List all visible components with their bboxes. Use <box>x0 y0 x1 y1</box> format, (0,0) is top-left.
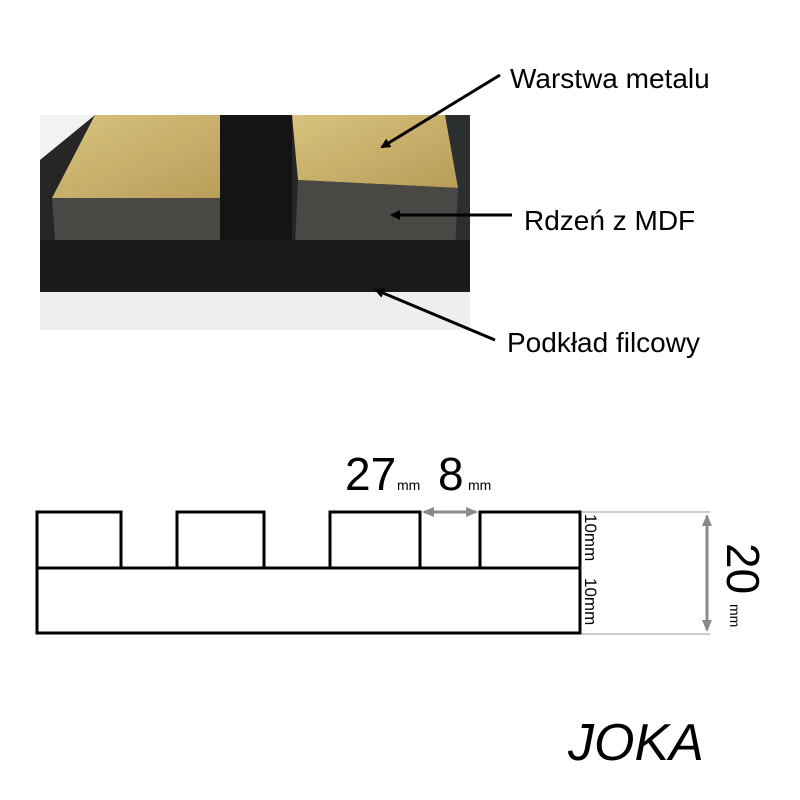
mdf-core-left <box>52 198 220 240</box>
base-layer <box>35 566 582 635</box>
slat <box>35 510 123 570</box>
metal-layer-right <box>292 115 458 188</box>
felt-base <box>40 240 470 292</box>
base-height-label: 10mm <box>581 578 600 625</box>
mdf-core-right <box>295 180 458 250</box>
mdf-core-label: Rdzeń z MDF <box>524 205 695 236</box>
slat-width-value: 27 <box>345 448 396 500</box>
metal-layer-label: Warstwa metalu <box>510 63 710 94</box>
total-height-value: 20 <box>717 543 769 594</box>
slat <box>478 510 582 570</box>
metal-layer-arrow <box>380 73 501 149</box>
slat <box>175 510 266 570</box>
metal-layer-left <box>52 115 235 198</box>
gap-width-unit: mm <box>468 477 491 493</box>
slat-width-unit: mm <box>397 477 420 493</box>
brand-logo: JOKA <box>567 714 704 772</box>
gap-width-value: 8 <box>438 448 464 500</box>
felt-base-label: Podkład filcowy <box>507 327 700 358</box>
cross-section <box>35 510 582 635</box>
felt-base-arrow <box>374 288 496 342</box>
slat-height-label: 10mm <box>581 514 600 561</box>
product-photo <box>40 115 470 330</box>
slat <box>328 510 422 570</box>
total-height-unit: mm <box>727 604 743 627</box>
